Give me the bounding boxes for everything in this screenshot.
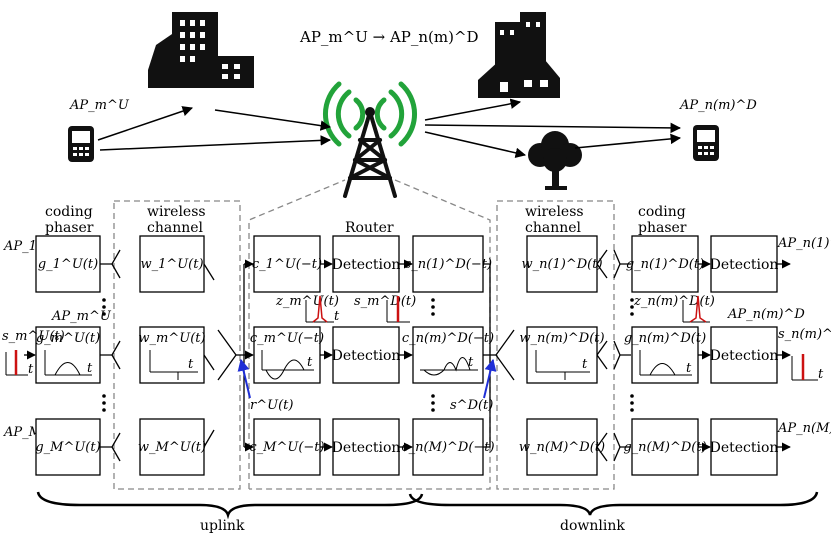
detection-r2: Detection: [332, 348, 401, 364]
wn1d-text: w_n(1)^D(t): [521, 257, 602, 272]
ap-nm-d-top: AP_n(m)^D: [679, 98, 757, 113]
z-nm-d-label: z_n(m)^D(t): [633, 294, 715, 309]
phaser-right-2: phaser: [638, 220, 687, 236]
detection-d1: Detection: [710, 257, 779, 273]
t-label-3: t: [307, 355, 313, 370]
cnMd-text: c_n(M)^D(−t): [401, 440, 494, 455]
t-label-1: t: [87, 361, 93, 376]
cmu-text: c_m^U(−t): [250, 331, 324, 346]
cMu-text: c_M^U(−t): [249, 440, 324, 455]
wireless-left-1: wireless: [147, 204, 206, 220]
ap-nM-d-label: AP_n(M)^D: [777, 421, 831, 436]
vertical-ellipses: [102, 298, 634, 412]
w1u-text: w_1^U(t): [140, 257, 203, 272]
coding-left-1: coding: [45, 204, 93, 220]
s-nm-d-label: s_n(m)^D(t): [778, 327, 831, 342]
ap-m-u-label: AP_m^U: [51, 309, 112, 324]
cn1d-text: c_n(1)^D(−t): [404, 257, 492, 272]
channel-left-2: channel: [147, 220, 204, 236]
uplink-label: uplink: [200, 518, 245, 534]
top-arrows: [97, 98, 682, 158]
red-pulses: t t t: [5, 295, 824, 382]
waveform-plots: [44, 350, 692, 380]
gnmd-text: g_n(m)^D(t): [624, 331, 706, 346]
s-d-label: s^D(t): [450, 398, 493, 413]
c1u-text: c_1^U(−t): [252, 257, 322, 272]
wnmd-text: w_n(m)^D(t): [519, 331, 604, 346]
phone-icon-right: [693, 125, 719, 161]
gmu-text: g_m^U(t): [36, 331, 100, 346]
braces: [36, 491, 819, 520]
z-m-u-label: z_m^U(t): [275, 294, 339, 309]
wmu-text: w_m^U(t): [138, 331, 205, 346]
mapping-text: AP_m^U → AP_n(m)^D: [299, 28, 479, 46]
g1u-text: g_1^U(t): [38, 257, 98, 272]
gnMd-text: g_n(M)^D(t): [623, 440, 706, 455]
antenna-tower-icon: [323, 81, 417, 198]
t-label-7: t: [28, 362, 34, 377]
wMu-text: w_M^U(t): [138, 440, 206, 455]
ap-nm-d-label: AP_n(m)^D: [727, 307, 805, 322]
wnMd-text: w_n(M)^D(t): [519, 440, 605, 455]
gn1d-text: g_n(1)^D(t): [626, 257, 704, 272]
coding-right-1: coding: [638, 204, 686, 220]
building-icon: [148, 12, 254, 88]
detection-r1: Detection: [332, 257, 401, 273]
detection-d3: Detection: [710, 440, 779, 456]
gMu-text: g_M^U(t): [35, 440, 100, 455]
r-u-label: r^U(t): [250, 398, 293, 413]
t-label-9: t: [818, 367, 824, 382]
s-m-u-label: s_m^U(t): [2, 329, 65, 344]
s-m-d-label: s_m^D(t): [354, 294, 416, 309]
router-label: Router: [345, 220, 394, 236]
cnmd-text: c_n(m)^D(−t): [402, 331, 494, 346]
t-label-6: t: [686, 361, 692, 376]
flow-arrows: [24, 249, 791, 462]
wireless-right-1: wireless: [525, 204, 584, 220]
channel-right-2: channel: [525, 220, 582, 236]
detection-d2: Detection: [710, 348, 779, 364]
detection-r3: Detection: [332, 440, 401, 456]
t-label-5: t: [582, 357, 588, 372]
phaser-left-2: phaser: [45, 220, 94, 236]
t-label-2: t: [188, 357, 194, 372]
tree-icon: [528, 131, 582, 190]
t-label-8: t: [334, 309, 340, 324]
house-icon: [478, 12, 560, 98]
ap-m-u-top: AP_m^U: [69, 98, 130, 113]
blue-arrows: [237, 358, 497, 399]
mapping-title: AP_m^U → AP_n(m)^D: [299, 28, 479, 46]
box-grid: [35, 235, 778, 476]
phone-icon-left: [68, 126, 94, 162]
downlink-label: downlink: [560, 518, 625, 534]
t-label-4: t: [468, 355, 474, 370]
ap-n1-d-label: AP_n(1)^D: [777, 236, 831, 251]
dashed-regions: [113, 179, 615, 490]
